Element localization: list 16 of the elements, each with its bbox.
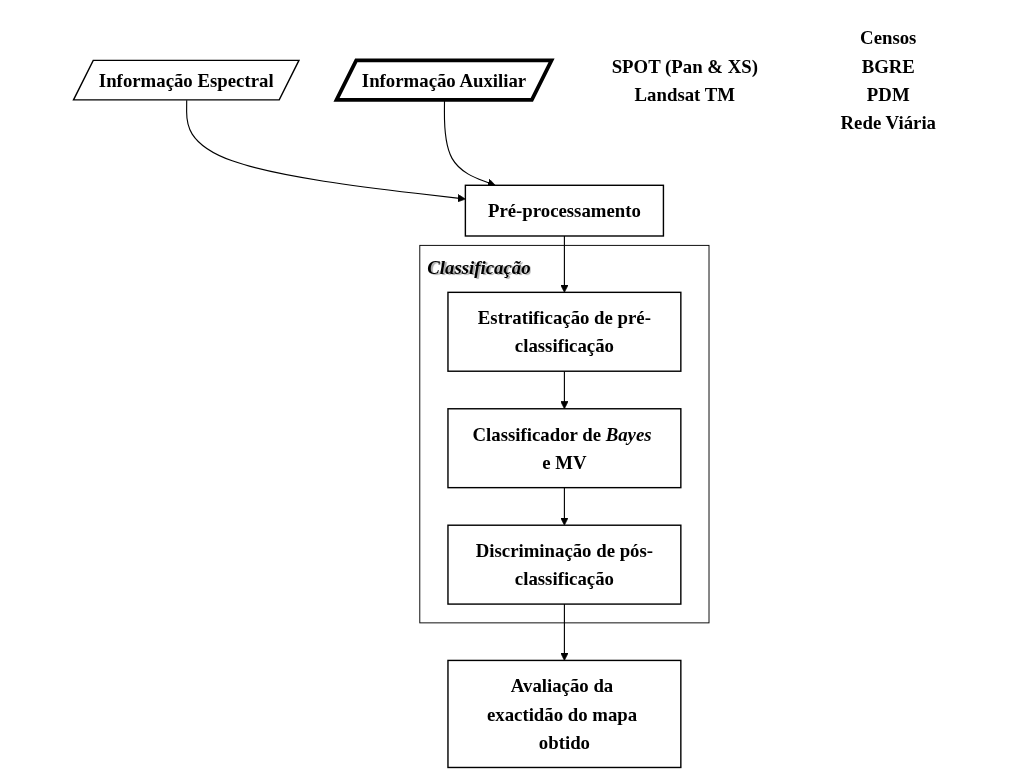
node-box: Discriminação de pós-classificação xyxy=(447,524,682,605)
node-box: Classificador de Bayes e MV xyxy=(447,408,682,489)
arrow xyxy=(560,603,569,661)
node-box: Estratificação de pré-classificação xyxy=(447,291,682,372)
node-label: PDM xyxy=(866,83,910,105)
node-box: Avaliação da exactidão do mapa obtido xyxy=(447,659,682,769)
node-box: Pré-processamento xyxy=(464,184,665,237)
node-label: Landsat TM xyxy=(634,83,735,105)
node-label: BGRE xyxy=(861,55,915,77)
arrow xyxy=(186,99,466,203)
node-label: SPOT (Pan & XS) xyxy=(611,55,758,77)
node-label: Rede Viária xyxy=(840,112,936,133)
arrow xyxy=(560,487,569,526)
arrow xyxy=(560,370,569,410)
arrow xyxy=(560,235,569,293)
node-label: Censos xyxy=(860,27,917,49)
